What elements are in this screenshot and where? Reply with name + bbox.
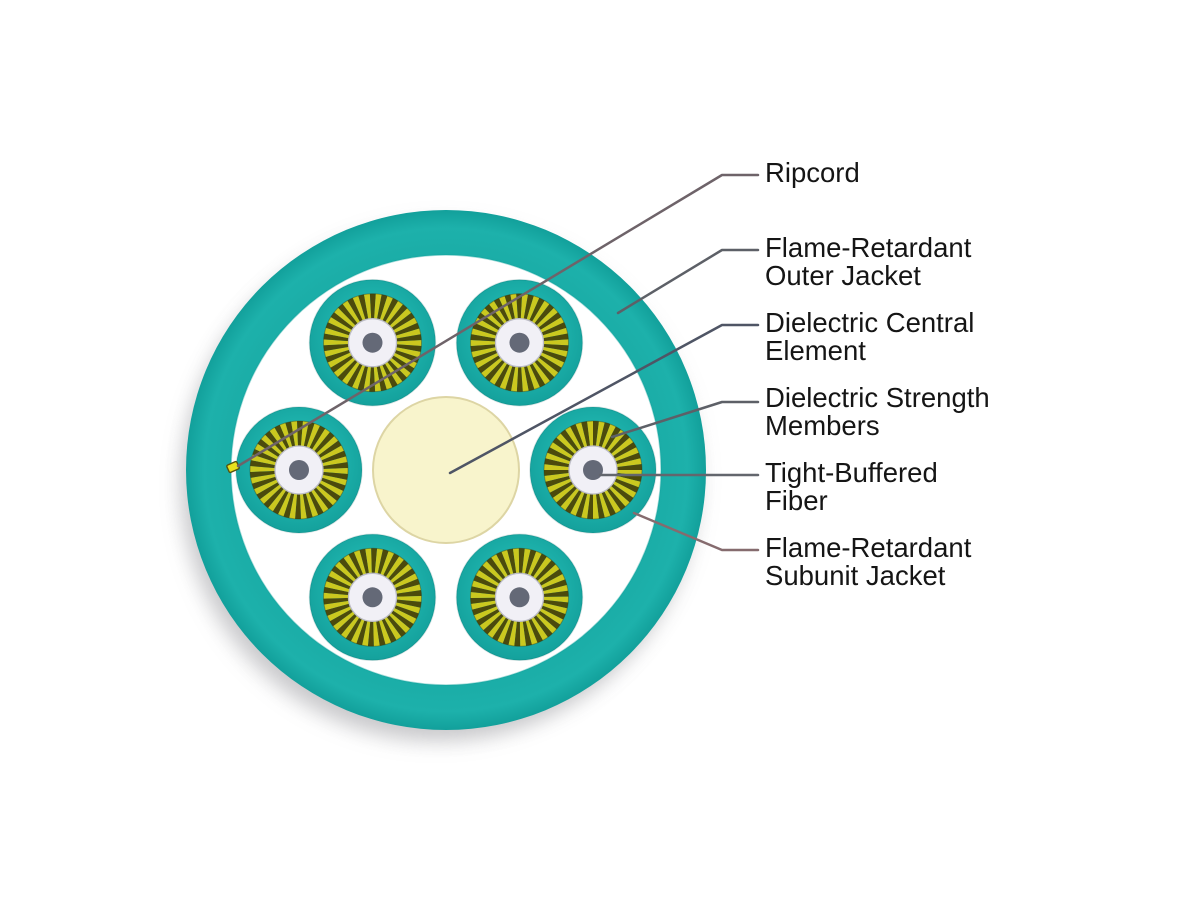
- fiber-core-dot: [289, 460, 309, 480]
- label-text: Fiber: [765, 485, 828, 516]
- label-text: Flame-Retardant: [765, 232, 972, 263]
- label-text: Dielectric Strength: [765, 382, 990, 413]
- fiber-subunit-4: [308, 278, 437, 407]
- label-text: Members: [765, 410, 880, 441]
- leader-line-ripcord: [236, 173, 760, 468]
- label-text: Dielectric Central: [765, 307, 975, 338]
- label-text: Element: [765, 335, 866, 366]
- leader-line-flame-retardant-subunit-jacket: [632, 511, 760, 552]
- leader-line-dielectric-central-element: [448, 323, 760, 475]
- label-ripcord: Ripcord: [765, 159, 1065, 187]
- label-text: Flame-Retardant: [765, 532, 972, 563]
- leader-line-dielectric-strength-members: [610, 400, 760, 439]
- fiber-core-dot: [509, 587, 530, 608]
- fiber-core-dot: [509, 332, 530, 353]
- dielectric-central-element-circle: [372, 396, 520, 544]
- label-text: Outer Jacket: [765, 260, 921, 291]
- leader-line-flame-retardant-outer-jacket: [616, 248, 760, 315]
- fiber-subunit-1: [455, 533, 584, 662]
- label-text: Tight-Buffered: [765, 457, 938, 488]
- fiber-core-dot: [362, 332, 383, 353]
- fiber-core-dot: [362, 587, 383, 608]
- label-text: Subunit Jacket: [765, 560, 946, 591]
- label-text: Ripcord: [765, 157, 860, 188]
- fiber-subunit-2: [308, 533, 437, 662]
- fiber-core-dot: [583, 460, 603, 480]
- fiber-subunit-5: [455, 278, 584, 407]
- fiber-subunit-3: [235, 406, 363, 534]
